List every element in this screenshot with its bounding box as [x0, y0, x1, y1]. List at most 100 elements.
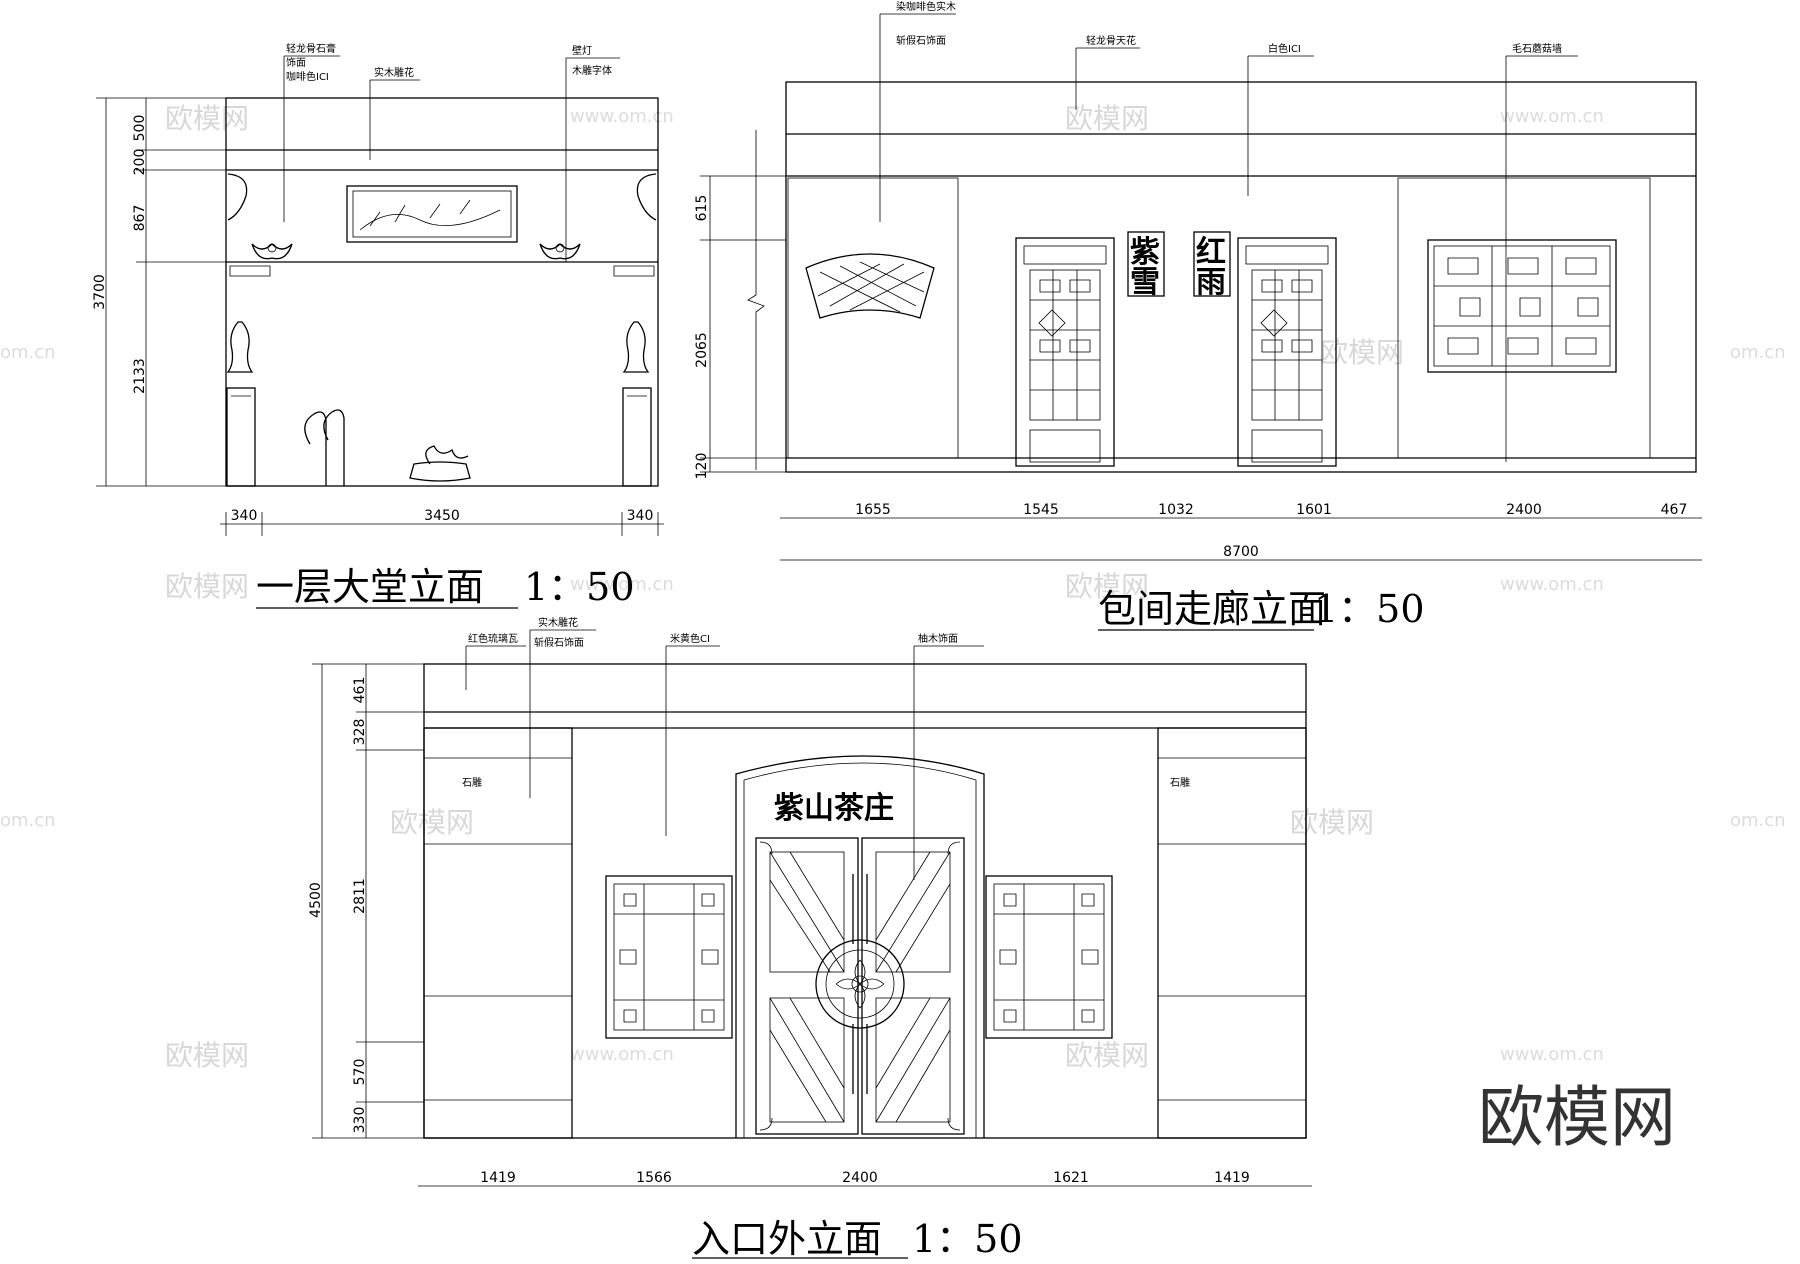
lobby-corner-ornament	[227, 173, 248, 221]
dim-corridor-top: 615	[694, 195, 710, 222]
wall-lamp-icon	[539, 243, 581, 260]
corridor-elevation: 紫 雪 红 雨 染咖啡色实木 斩假石饰面 轻龙骨天花 白色I	[694, 0, 1702, 631]
watermark-brand: 欧模网	[1065, 102, 1149, 135]
note-wall-lamp: 壁灯	[572, 44, 592, 57]
note-white-ici: 白色ICI	[1268, 42, 1301, 55]
lattice-door	[1237, 237, 1337, 467]
fan-lattice-window	[805, 253, 935, 319]
note-ceiling: 轻龙骨天花	[1086, 34, 1136, 47]
entrance-sign: 紫山茶庄	[774, 791, 894, 826]
note-rough-stone: 毛石蘑菇墙	[1512, 42, 1562, 55]
note-wood-carving: 实木雕花	[374, 66, 414, 79]
dim-entrance-seg: 1566	[636, 1170, 672, 1186]
left-pilaster	[423, 727, 573, 1139]
dim-corridor-seg: 1655	[855, 502, 891, 518]
note-ceiling-gypsum: 轻龙骨石膏	[286, 42, 336, 55]
entrance-scale: 1：50	[912, 1217, 1023, 1261]
lobby-scale: 1：50	[524, 565, 635, 609]
entrance-door	[755, 837, 965, 1135]
dim-corridor-seg: 1601	[1296, 502, 1332, 518]
watermark-site: www.om.cn	[1500, 1044, 1604, 1065]
lobby-elevation: 轻龙骨石膏 饰面 咖啡色ICI 实木雕花 壁灯 木雕字体 500 200 867…	[92, 42, 664, 609]
vase-icon	[622, 321, 652, 487]
dim-corridor-total: 8700	[1223, 544, 1259, 560]
lobby-title: 一层大堂立面	[256, 565, 484, 609]
dim-entrance-seg: 1419	[1214, 1170, 1250, 1186]
watermark-brand: 欧模网	[1320, 336, 1404, 369]
right-pilaster	[1157, 727, 1307, 1139]
watermark-brand: 欧模网	[1065, 570, 1149, 603]
note-wood-coffee: 染咖啡色实木	[896, 0, 956, 13]
note-red-tile: 红色琉璃瓦	[468, 632, 518, 645]
stone-panel	[1397, 177, 1651, 459]
wall-lamp-icon	[251, 243, 293, 260]
dim-lobby-middle: 867	[132, 205, 148, 232]
dim-corridor-seg: 467	[1661, 502, 1688, 518]
note-stone-finish: 斩假石饰面	[896, 34, 946, 47]
watermark-brand: 欧模网	[1065, 1039, 1149, 1072]
vase-icon	[226, 321, 256, 487]
dim-lobby-center: 3450	[424, 508, 460, 524]
watermark-site: www.om.cn	[570, 574, 674, 595]
lattice-window	[985, 875, 1113, 1039]
dim-entrance-lower: 570	[352, 1059, 368, 1086]
dim-lobby-lower: 2133	[132, 358, 148, 394]
dim-lobby-right: 340	[627, 508, 654, 524]
watermark-site: om.cn	[1730, 810, 1786, 831]
dim-lobby-band: 200	[132, 149, 148, 176]
dim-corridor-base: 120	[694, 453, 710, 480]
note-wood-letters: 木雕字体	[572, 64, 612, 77]
dim-entrance-seg: 1419	[480, 1170, 516, 1186]
stone-panel	[787, 177, 959, 459]
room-sign-char: 紫	[1130, 235, 1160, 270]
bonsai-icon	[409, 445, 471, 482]
watermarks: 欧模网 www.om.cn 欧模网 www.om.cn om.cn 欧模网 om…	[0, 102, 1786, 1156]
dim-corridor-seg: 1545	[1023, 502, 1059, 518]
crane-sculpture-icon	[304, 409, 345, 486]
dim-lobby-total: 3700	[92, 274, 108, 310]
note-finish: 饰面	[286, 56, 306, 69]
watermark-site: om.cn	[1730, 342, 1786, 363]
watermark-site: www.om.cn	[570, 1044, 674, 1065]
lattice-window	[1427, 239, 1617, 373]
dim-entrance-band: 328	[352, 719, 368, 746]
watermark-site: om.cn	[0, 810, 56, 831]
note-stone-carving-right: 石雕	[1170, 776, 1190, 789]
room-sign	[1127, 231, 1165, 297]
lobby-carved-panel	[346, 185, 518, 243]
room-sign	[1193, 231, 1231, 297]
dim-corridor-seg: 2400	[1506, 502, 1542, 518]
room-sign-char: 红	[1196, 235, 1226, 270]
lattice-window	[605, 875, 733, 1039]
note-coffee-ici: 咖啡色ICI	[286, 70, 329, 83]
dim-entrance-seg: 1621	[1053, 1170, 1089, 1186]
watermark-brand: 欧模网	[165, 102, 249, 135]
dim-entrance-roof: 461	[352, 677, 368, 704]
note-stone-finish: 斩假石饰面	[534, 636, 584, 649]
corridor-title: 包间走廊立面	[1098, 587, 1326, 631]
room-sign-char: 雪	[1130, 265, 1160, 300]
watermark-brand: 欧模网	[165, 1039, 249, 1072]
lattice-door	[1015, 237, 1115, 467]
entrance-elevation: 紫山茶庄 红色琉璃瓦 实木雕花 斩假石饰面	[308, 616, 1312, 1261]
dim-entrance-wall: 2811	[352, 878, 368, 914]
watermark-brand: 欧模网	[390, 806, 474, 839]
dim-entrance-seg: 2400	[842, 1170, 878, 1186]
note-stone-carving-left: 石雕	[462, 776, 482, 789]
note-wood-carving: 实木雕花	[538, 616, 578, 629]
entrance-title: 入口外立面	[692, 1217, 882, 1261]
dim-corridor-seg: 1032	[1158, 502, 1194, 518]
room-sign-char: 雨	[1196, 265, 1226, 300]
watermark-site: www.om.cn	[1500, 106, 1604, 127]
dim-lobby-left: 340	[231, 508, 258, 524]
entrance-arch	[735, 755, 985, 1138]
watermark-site: www.om.cn	[1500, 574, 1604, 595]
watermark-site: om.cn	[0, 342, 56, 363]
door-medallion-icon	[815, 939, 905, 1029]
dim-corridor-middle: 2065	[694, 332, 710, 368]
dim-entrance-base: 330	[352, 1107, 368, 1134]
lobby-corner-ornament	[636, 173, 657, 221]
corridor-scale: 1：50	[1314, 587, 1425, 631]
note-beige-ci: 米黄色CI	[670, 632, 710, 645]
